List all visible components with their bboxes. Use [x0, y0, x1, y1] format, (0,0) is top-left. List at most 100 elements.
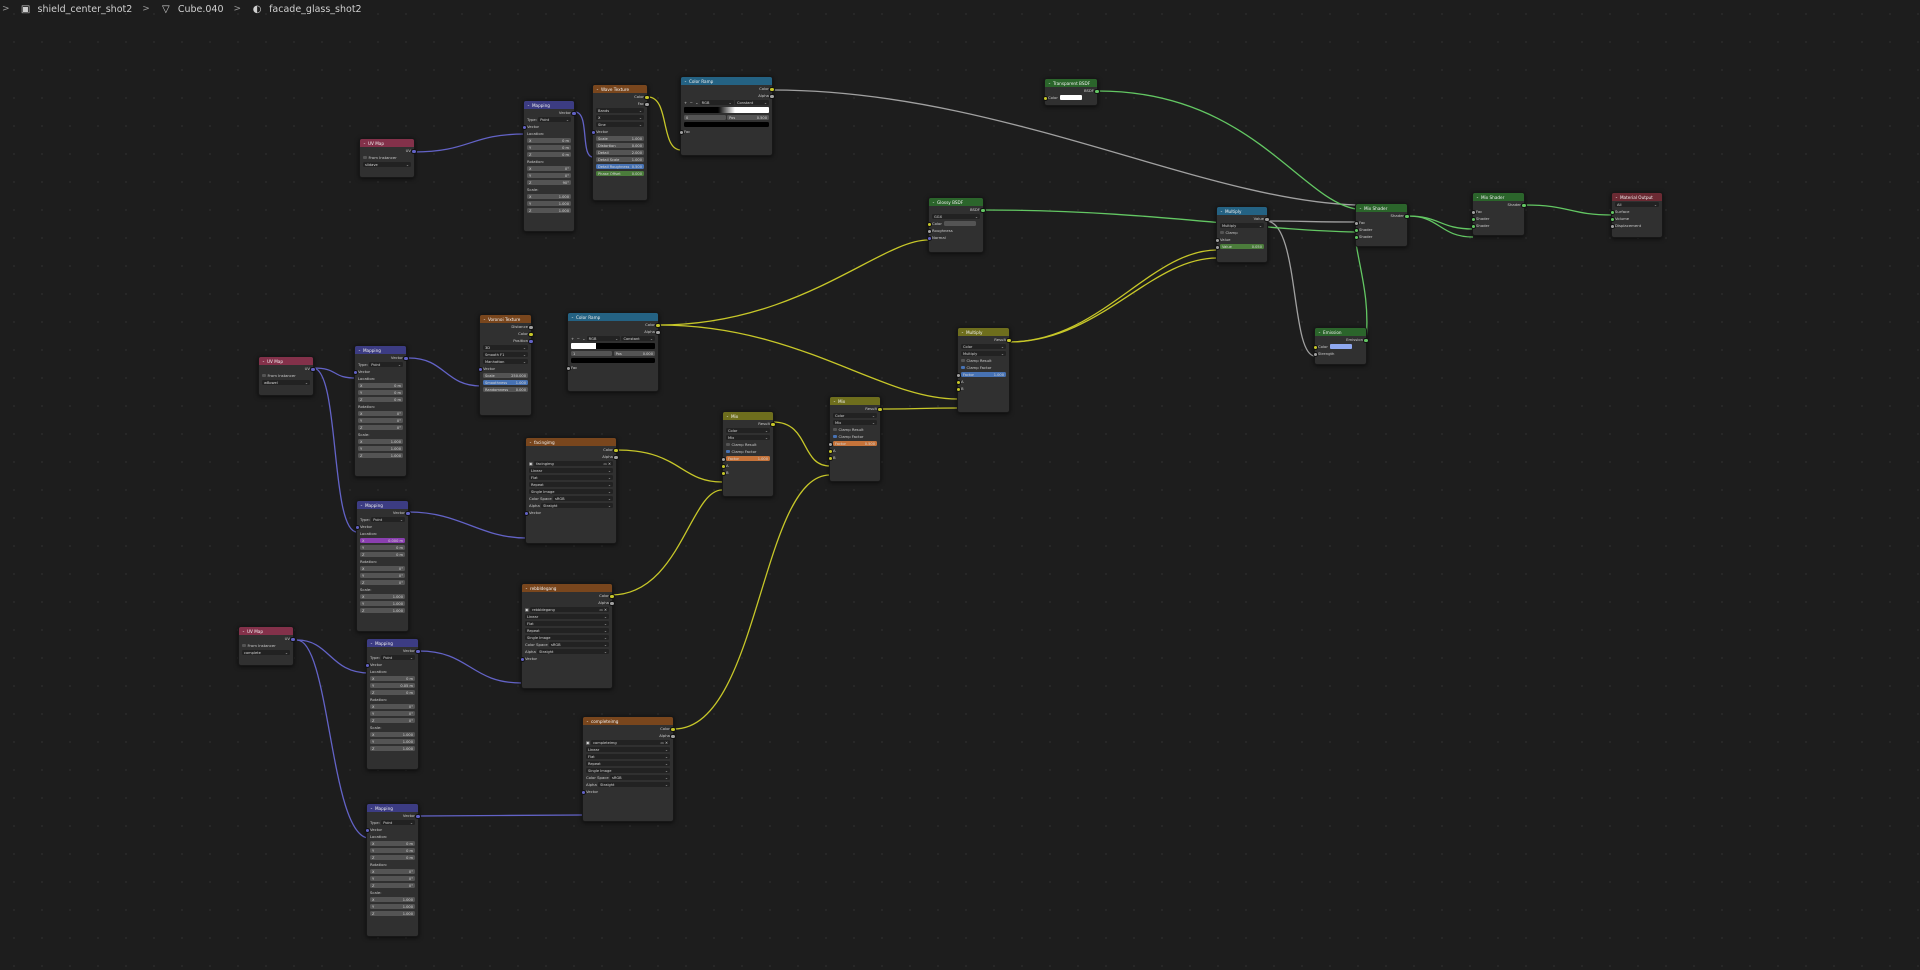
mix-shader-node-1[interactable]: ⌄Mix Shader Shader Fac Shader Shader — [1353, 203, 1410, 247]
stop-color-swatch[interactable] — [571, 358, 655, 363]
output-socket[interactable] — [613, 447, 619, 453]
chevron-down-icon[interactable]: ⌄ — [363, 141, 366, 145]
stop-index[interactable]: 0 — [684, 115, 726, 120]
mapping-node-5[interactable]: ⌄Mapping Vector Type: Point⌄ Vector Loca… — [364, 803, 421, 937]
output-socket[interactable] — [877, 406, 883, 412]
chevron-down-icon[interactable]: ⌄ — [262, 359, 265, 363]
input-socket[interactable] — [1214, 237, 1220, 243]
input-socket[interactable] — [364, 827, 370, 833]
output-socket[interactable] — [770, 421, 776, 427]
projection-select[interactable]: Flat⌄ — [525, 621, 609, 626]
chevron-down-icon[interactable]: ⌄ — [370, 641, 373, 645]
stop-color-swatch[interactable] — [684, 122, 769, 127]
output-socket[interactable] — [609, 593, 615, 599]
input-socket[interactable] — [1470, 216, 1476, 222]
output-socket[interactable] — [655, 322, 661, 328]
clamp-result-checkbox[interactable] — [726, 442, 730, 447]
chevron-down-icon[interactable]: ⌄ — [833, 399, 836, 403]
target-select[interactable]: All⌄ — [1615, 202, 1659, 207]
input-socket[interactable] — [1609, 223, 1615, 229]
output-socket[interactable] — [644, 101, 650, 107]
distance-select[interactable]: Manhattan⌄ — [483, 359, 528, 364]
output-socket[interactable] — [1006, 337, 1012, 343]
chevron-down-icon[interactable]: ⌄ — [1476, 195, 1479, 199]
uv-select[interactable]: wBowel⌄ — [262, 380, 310, 385]
output-socket[interactable] — [415, 813, 421, 819]
output-socket[interactable] — [571, 110, 577, 116]
chevron-down-icon[interactable]: ⌄ — [586, 719, 589, 723]
material-output-node[interactable]: ⌄Material Output All⌄ Surface Volume Dis… — [1609, 192, 1663, 238]
transparent-bsdf-node[interactable]: ⌄Transparent BSDF BSDF Color — [1042, 78, 1100, 106]
source-select[interactable]: Single Image⌄ — [586, 768, 670, 773]
mapping-node-1[interactable]: ⌄Mapping Vector Type: Point⌄ Vector Loca… — [521, 100, 577, 232]
input-socket[interactable] — [926, 235, 932, 241]
interpolation-select[interactable]: Linear⌄ — [529, 468, 613, 473]
mix-node-2[interactable]: ⌄Mix Result Color⌄ Mix⌄ Clamp Result Cla… — [827, 396, 883, 482]
projection-select[interactable]: Flat⌄ — [529, 475, 613, 480]
blend-mode-select[interactable]: Mix⌄ — [833, 420, 877, 425]
input-socket[interactable] — [1609, 216, 1615, 222]
chevron-down-icon[interactable]: ⌄ — [726, 414, 729, 418]
input-socket[interactable] — [678, 129, 684, 135]
input-socket[interactable] — [955, 372, 961, 378]
color-space-select[interactable]: sRGB⌄ — [552, 496, 613, 501]
input-socket[interactable] — [523, 510, 529, 516]
output-socket[interactable] — [769, 93, 775, 99]
add-icon[interactable]: + − ⌄ — [684, 100, 699, 105]
input-socket[interactable] — [1042, 95, 1048, 101]
output-socket[interactable] — [655, 329, 661, 335]
output-socket[interactable] — [670, 733, 676, 739]
data-type-select[interactable]: Color⌄ — [833, 413, 877, 418]
image-texture-node-1[interactable]: ⌄facingimg Color Alpha ▣ facingimg▭ ✕ Li… — [523, 437, 619, 544]
input-socket[interactable] — [519, 656, 525, 662]
clamp-result-checkbox[interactable] — [961, 358, 965, 363]
input-socket[interactable] — [1214, 244, 1220, 250]
breadcrumb-material[interactable]: ◐ facade_glass_shot2 — [247, 4, 366, 15]
source-select[interactable]: Single Image⌄ — [525, 635, 609, 640]
image-texture-node-3[interactable]: ⌄completeimg Color Alpha ▣ completeimg▭ … — [580, 716, 676, 822]
clamp-result-checkbox[interactable] — [833, 427, 837, 432]
output-socket[interactable] — [1521, 202, 1527, 208]
checkbox[interactable] — [363, 155, 367, 160]
voronoi-texture-node[interactable]: ⌄Voronoi Texture Distance Color Position… — [477, 314, 534, 416]
image-icon[interactable]: ▣ — [529, 461, 533, 466]
uv-map-header[interactable]: ⌄UV Map — [360, 139, 414, 147]
blend-mode-select[interactable]: Multiply⌄ — [961, 351, 1006, 356]
chevron-down-icon[interactable]: ⌄ — [527, 103, 530, 107]
stop-index[interactable]: 1 — [571, 351, 613, 356]
uv-map-node-1[interactable]: ⌄UV Map UV From Instancer slidave⌄ — [359, 138, 417, 178]
color-ramp-gradient[interactable] — [684, 107, 769, 113]
interpolation-select[interactable]: Linear⌄ — [525, 614, 609, 619]
type-select[interactable]: Point⌄ — [371, 517, 405, 522]
input-socket[interactable] — [926, 221, 932, 227]
output-socket[interactable] — [1094, 88, 1100, 94]
input-socket[interactable] — [1353, 234, 1359, 240]
output-socket[interactable] — [310, 366, 316, 372]
